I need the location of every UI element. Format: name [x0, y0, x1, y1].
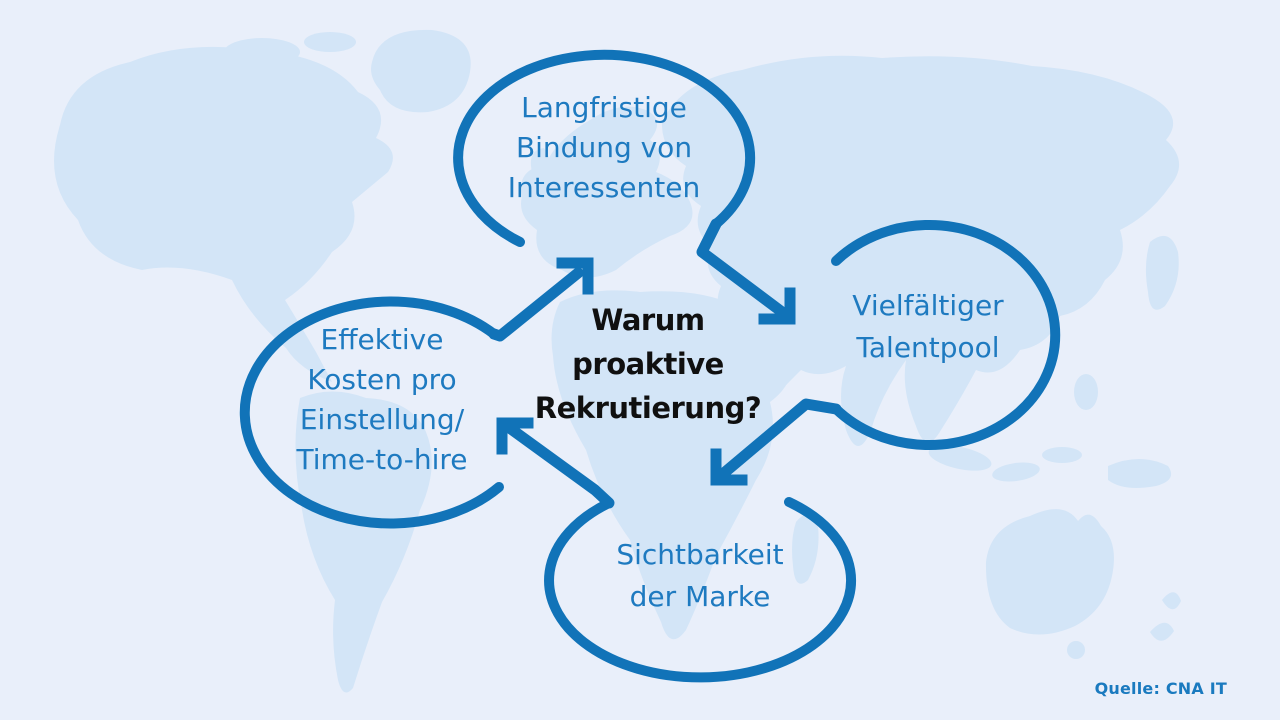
arrow-bottom-to-left-icon: [496, 417, 615, 509]
bubble-label-top-line: Langfristige: [521, 91, 687, 124]
bubble-outline-bottom: [544, 497, 857, 683]
center-question-line: proaktive: [572, 347, 724, 381]
bubble-label-right: Vielfältiger Talentpool: [773, 285, 1083, 369]
arrow-right-to-bottom-icon: [710, 398, 842, 486]
bubble-label-right-line: Talentpool: [856, 331, 1000, 364]
bubble-label-right-line: Vielfältiger: [852, 289, 1004, 322]
bubble-outline-left: [239, 296, 504, 529]
bubble-label-left-line: Kosten pro: [307, 363, 457, 396]
bubble-label-left-line: Effektive: [320, 323, 444, 356]
bubble-label-left-line: Time-to-hire: [296, 443, 468, 476]
bubble-outline-top: [453, 49, 756, 247]
bubble-label-bottom-line: Sichtbarkeit: [616, 538, 784, 571]
bubble-label-top: Langfristige Bindung von Interessenten: [449, 88, 759, 208]
arrow-left-to-top-icon: [488, 257, 594, 342]
bubble-label-top-line: Bindung von: [515, 131, 693, 164]
bubble-outline-right: [831, 220, 1061, 450]
bubble-label-bottom-line: der Marke: [629, 580, 771, 613]
center-question-line: Rekrutierung?: [534, 391, 762, 425]
bubble-label-bottom: Sichtbarkeit der Marke: [545, 534, 855, 618]
source-credit: Quelle: CNA IT: [1094, 679, 1227, 698]
center-question: Warum proaktive Rekrutierung?: [493, 298, 803, 430]
bubble-label-left-line: Einstellung/: [299, 403, 465, 436]
bubble-label-left: Effektive Kosten pro Einstellung/ Time-t…: [227, 320, 537, 480]
world-map-continents: [54, 29, 1181, 693]
bubble-label-top-line: Interessenten: [507, 171, 701, 204]
center-question-line: Warum: [591, 303, 705, 337]
arrow-top-to-right-icon: [696, 218, 796, 325]
